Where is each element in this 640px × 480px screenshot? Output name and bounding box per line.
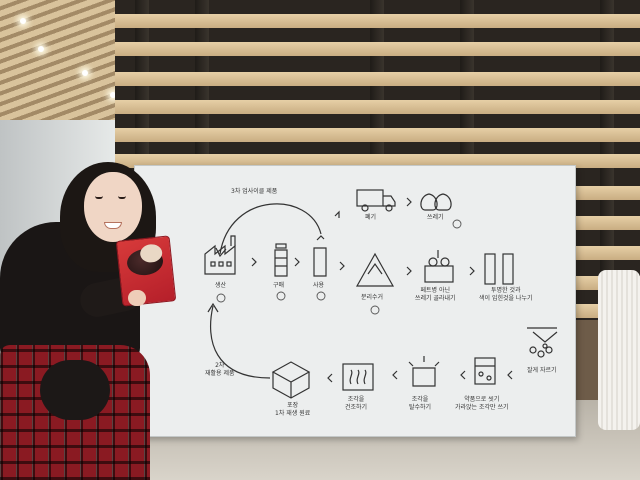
person-plaid-skirt xyxy=(0,345,150,480)
recycling-process-board: 3차 업사이클 제품 2차 재활용 제품 생산 구매 사용 분리수거 페트병 아… xyxy=(134,165,576,437)
wall-slat xyxy=(115,128,640,142)
step-label-sort: 페트병 아닌 쓰레기 골라내기 xyxy=(415,287,456,303)
step-label-separate: 분리수거 xyxy=(361,294,384,301)
wall-slat xyxy=(115,154,640,168)
person-eye xyxy=(118,196,126,199)
loop-arc-top xyxy=(219,203,322,255)
step-label-dispose: 폐기 xyxy=(365,214,377,221)
shred-icon xyxy=(527,327,558,358)
wash-tank-icon xyxy=(474,357,496,385)
wall-slat xyxy=(115,42,640,56)
person-knee xyxy=(40,360,110,420)
wall-slat xyxy=(115,72,640,86)
step-label-spin: 조각을 탈수하기 xyxy=(409,396,432,412)
loop-arrowhead xyxy=(207,302,219,313)
open-bottle-icon xyxy=(313,235,327,277)
step-label-cut: 잘게 자르기 xyxy=(527,367,557,374)
package-text xyxy=(125,280,171,285)
board-diagram xyxy=(204,189,558,399)
mascot-icons xyxy=(216,219,462,315)
top-loop-label: 3차 업사이클 제품 xyxy=(231,188,278,195)
rolled-material xyxy=(598,270,640,430)
step-label-trash: 쓰레기 xyxy=(427,214,444,221)
bottle-icon xyxy=(274,243,288,277)
step-label-buy: 구매 xyxy=(273,282,285,289)
step-label-pack: 포장 1차 재생 원료 xyxy=(275,402,311,418)
trash-bags-icon xyxy=(420,193,452,211)
side-loop-label: 2차 재활용 제품 xyxy=(205,362,235,378)
person-face xyxy=(84,172,142,242)
flow-arrows xyxy=(251,197,513,383)
recycle-icon xyxy=(355,252,395,287)
factory-icon xyxy=(204,235,236,275)
step-label-produce: 생산 xyxy=(215,282,227,289)
spin-dry-icon xyxy=(408,356,440,387)
wall-slat xyxy=(115,100,640,114)
person-hand xyxy=(128,290,146,306)
product-package xyxy=(115,235,177,307)
step-label-dry: 조각을 건조하기 xyxy=(345,396,368,412)
ceiling-light xyxy=(38,46,44,52)
step-label-use: 사용 xyxy=(313,282,325,289)
loop-arrowhead xyxy=(215,247,227,258)
person-eye xyxy=(95,196,103,199)
ceiling-light xyxy=(20,18,26,24)
two-bottles-icon xyxy=(484,253,514,285)
ceiling-light xyxy=(110,92,116,98)
loop-arc-side xyxy=(210,305,271,379)
step-label-wash: 약품으로 씻기 가라앉는 조각만 쓰기 xyxy=(455,396,509,412)
sorting-icon xyxy=(424,250,454,283)
ceiling-light xyxy=(82,70,88,76)
wall-slat xyxy=(115,14,640,28)
heat-dry-icon xyxy=(342,363,374,391)
step-label-split-color: 투명한 것과 색이 입힌것을 나누기 xyxy=(479,287,533,303)
box-icon xyxy=(271,361,311,399)
truck-icon xyxy=(356,189,396,212)
